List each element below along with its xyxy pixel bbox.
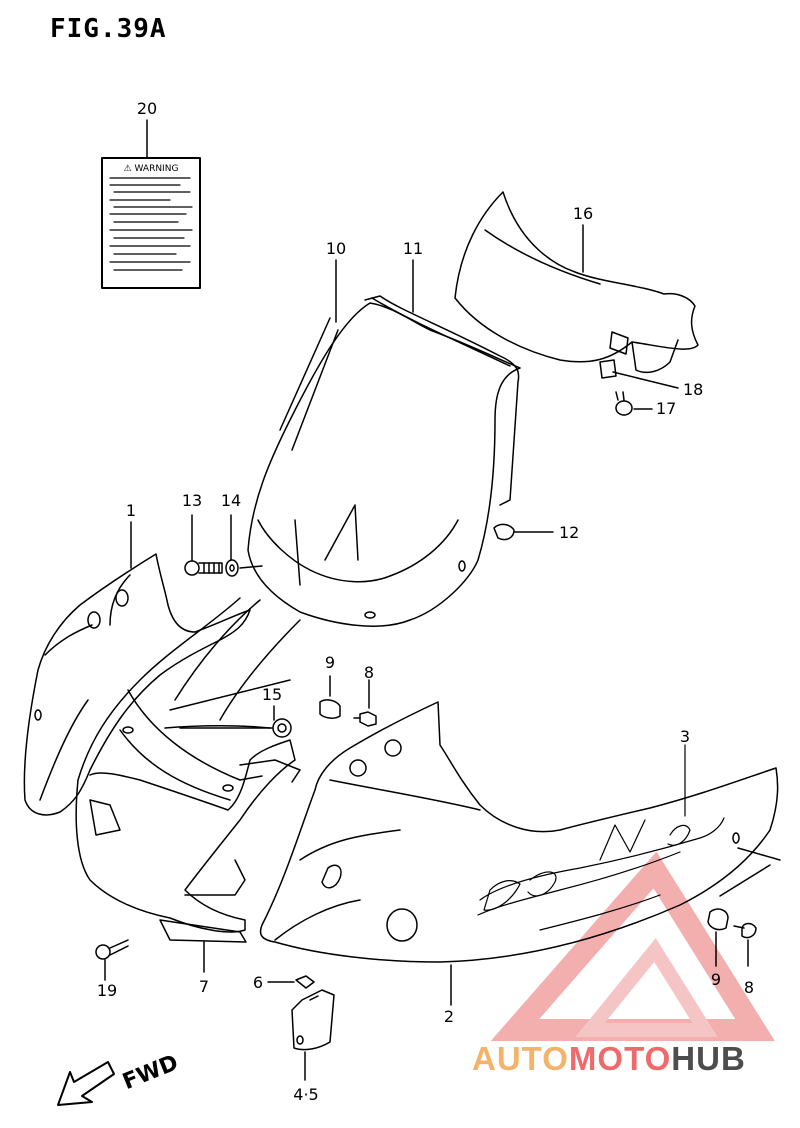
part-3-decal [478,745,724,930]
part-9-grommet-upper [320,676,340,718]
callout-14: 14 [221,491,241,510]
callout-4-5: 4·5 [293,1085,318,1104]
callout-8-right: 8 [744,978,754,997]
callout-15: 15 [262,685,282,704]
callout-7: 7 [199,977,209,996]
callout-16: 16 [573,204,593,223]
fwd-label: FWD [119,1050,182,1095]
part-9-grommet-right [708,909,728,966]
callout-9-upper: 9 [325,653,335,672]
fwd-arrow-icon [58,1062,114,1105]
part-8-screw-right [720,848,780,966]
callout-20: 20 [137,99,157,118]
part-7-lower-inner-panel [76,598,300,972]
callout-18: 18 [683,380,703,399]
part-13-screw [185,515,222,575]
callout-10: 10 [326,239,346,258]
warning-label [102,120,200,288]
part-12-grommet [494,524,553,539]
callout-9-right: 9 [711,970,721,989]
watermark-part-auto: AUTO [472,1040,569,1077]
figure-title: FIG.39A [50,14,167,44]
part-4-5-bracket [292,990,334,1080]
watermark-part-hub: HUB [671,1040,746,1077]
callout-13: 13 [182,491,202,510]
part-6-screw [268,976,314,988]
callout-19: 19 [97,981,117,1000]
watermark-part-moto: MOTO [568,1040,672,1077]
part-19-screw [96,940,128,980]
warning-heading: ⚠ WARNING [124,164,179,174]
callout-2: 2 [444,1007,454,1026]
callout-3: 3 [680,727,690,746]
callout-6: 6 [253,973,263,992]
part-1-front-cowling [24,522,250,815]
part-15-bolt [180,706,291,737]
part-2-side-cowling [261,702,778,1005]
callout-8-upper: 8 [364,663,374,682]
part-8-screw-upper [354,680,376,726]
part-10-windscreen [248,260,520,626]
part-14-washer [226,515,262,576]
part-18-bracket [600,360,678,388]
callout-17: 17 [656,399,676,418]
callout-11: 11 [403,239,423,258]
callout-1: 1 [126,501,136,520]
watermark-text: AUTOMOTOHUB [472,1040,746,1078]
watermark-logo [515,870,755,1030]
part-17-screw [616,392,652,415]
callout-12: 12 [559,523,579,542]
part-16-inner-cover [455,192,698,372]
